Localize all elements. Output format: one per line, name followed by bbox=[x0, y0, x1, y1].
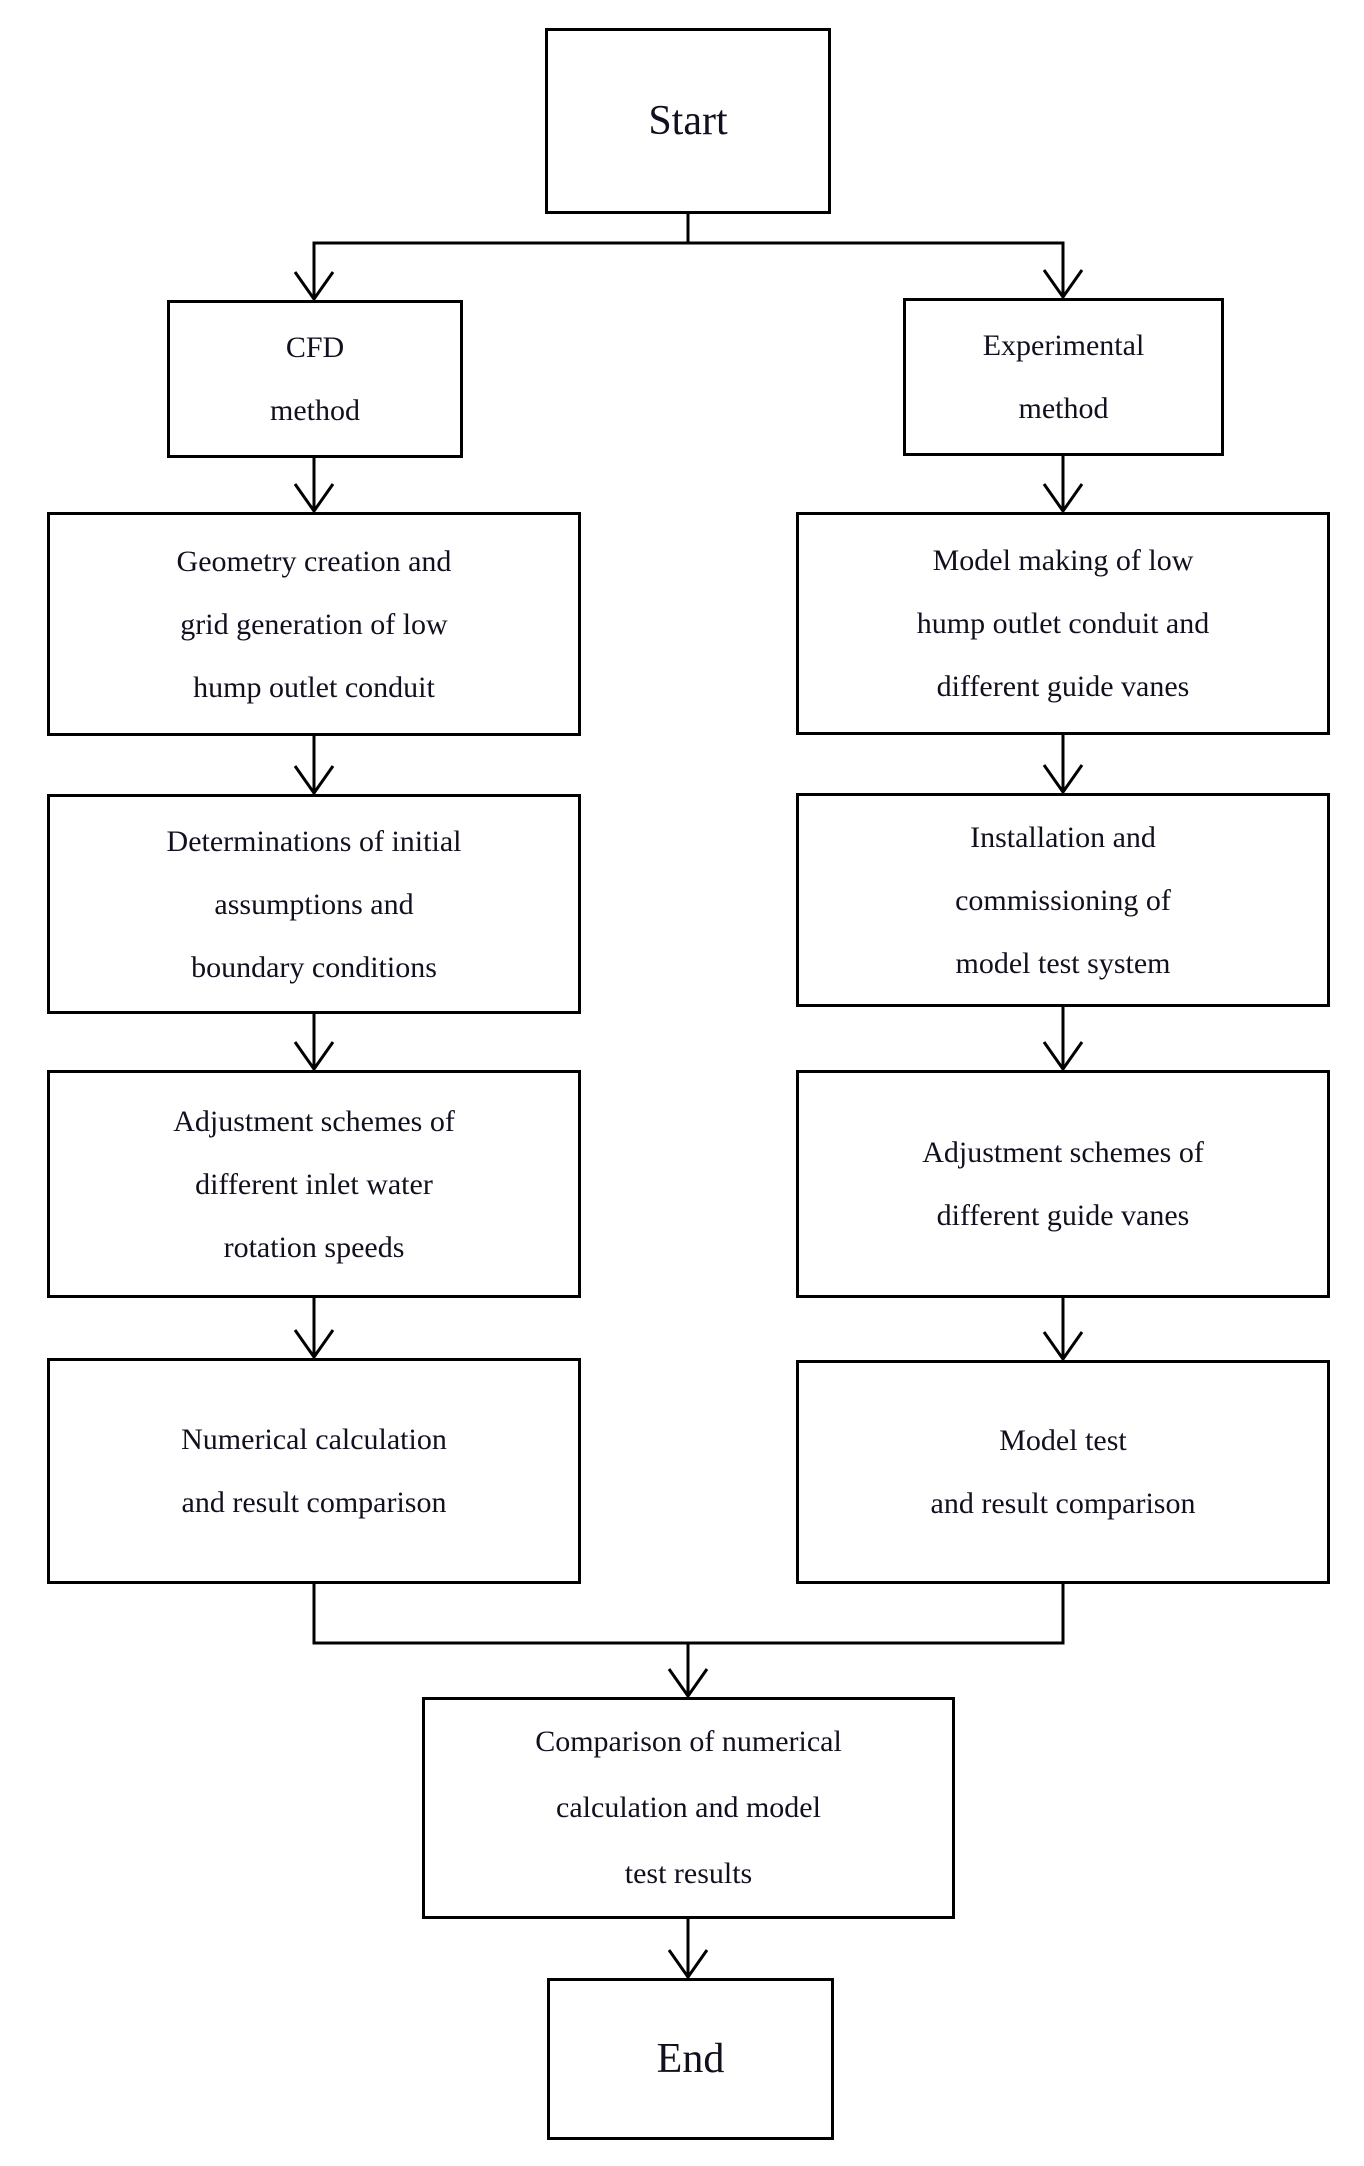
arrowhead-into-comparison bbox=[667, 1668, 709, 1699]
connector-geometry-to-determinations bbox=[293, 736, 335, 796]
guide-vane-schemes-label: Adjustment schemes of different guide va… bbox=[922, 1136, 1204, 1232]
cfd-method-label: CFD method bbox=[270, 331, 360, 427]
start-label: Start bbox=[648, 98, 728, 144]
connector-start-to-branches bbox=[293, 214, 1084, 302]
comparison-label: Comparison of numerical calculation and … bbox=[535, 1725, 842, 1890]
experimental-method-label: Experimental method bbox=[982, 329, 1145, 425]
connector-experimental-to-modelmaking bbox=[1042, 456, 1084, 514]
connector-comparison-to-end bbox=[667, 1919, 709, 1980]
inlet-rotation-schemes-node: Adjustment schemes of different inlet wa… bbox=[47, 1070, 581, 1298]
end-node: End bbox=[547, 1978, 834, 2140]
arrowhead-into-experimental bbox=[1042, 269, 1084, 300]
installation-commissioning-label: Installation and commissioning of model … bbox=[955, 820, 1171, 980]
guide-vane-schemes-node: Adjustment schemes of different guide va… bbox=[796, 1070, 1330, 1298]
connector-installation-to-adjustment-right bbox=[1042, 1007, 1084, 1072]
installation-commissioning-node: Installation and commissioning of model … bbox=[796, 793, 1330, 1007]
model-making-node: Model making of low hump outlet conduit … bbox=[796, 512, 1330, 735]
arrowhead bbox=[293, 1041, 335, 1072]
arrowhead bbox=[1042, 483, 1084, 514]
end-label: End bbox=[656, 2036, 725, 2082]
arrowhead bbox=[293, 765, 335, 796]
connector-cfd-to-geometry bbox=[293, 458, 335, 514]
numerical-calculation-label: Numerical calculation and result compari… bbox=[181, 1423, 447, 1519]
geometry-grid-node: Geometry creation and grid generation of… bbox=[47, 512, 581, 736]
arrowhead bbox=[293, 483, 335, 514]
inlet-rotation-schemes-label: Adjustment schemes of different inlet wa… bbox=[173, 1104, 455, 1264]
model-test-label: Model test and result comparison bbox=[930, 1424, 1196, 1520]
initial-assumptions-node: Determinations of initial assumptions an… bbox=[47, 794, 581, 1014]
model-test-node: Model test and result comparison bbox=[796, 1360, 1330, 1584]
numerical-calculation-node: Numerical calculation and result compari… bbox=[47, 1358, 581, 1584]
model-making-label: Model making of low hump outlet conduit … bbox=[916, 544, 1210, 703]
connector-adjustment-to-numerical bbox=[293, 1298, 335, 1360]
comparison-node: Comparison of numerical calculation and … bbox=[422, 1697, 955, 1919]
arrowhead bbox=[1042, 764, 1084, 795]
arrowhead-into-cfd bbox=[293, 271, 335, 302]
connector-adjustment-to-modeltest bbox=[1042, 1298, 1084, 1362]
arrowhead bbox=[1042, 1331, 1084, 1362]
start-node: Start bbox=[545, 28, 831, 214]
connector-determinations-to-adjustment-left bbox=[293, 1014, 335, 1072]
connector-merge-collector bbox=[312, 1584, 1065, 1699]
initial-assumptions-label: Determinations of initial assumptions an… bbox=[166, 824, 462, 984]
geometry-grid-label: Geometry creation and grid generation of… bbox=[176, 544, 452, 704]
arrowhead bbox=[1042, 1041, 1084, 1072]
arrowhead bbox=[293, 1329, 335, 1360]
cfd-method-node: CFD method bbox=[167, 300, 463, 458]
arrowhead-into-end bbox=[667, 1949, 709, 1980]
connector-modelmaking-to-installation bbox=[1042, 735, 1084, 795]
experimental-method-node: Experimental method bbox=[903, 298, 1224, 456]
merge-collector-line bbox=[312, 1584, 1065, 1645]
